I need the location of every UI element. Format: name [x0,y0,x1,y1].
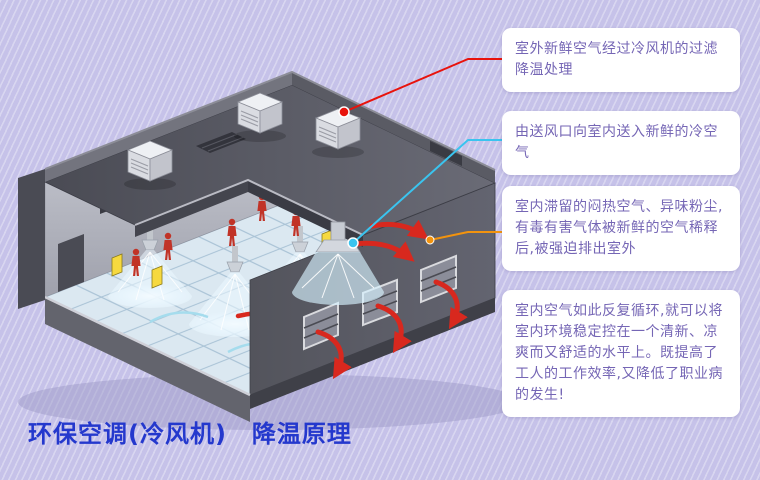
pointer-dot-supply-air-icon [347,237,359,249]
parapet-grille-icon [430,141,462,166]
exhaust-arrows [315,279,468,380]
exhaust-arrow [353,240,415,262]
supply-diffuser [292,221,384,305]
ground-shadow [18,374,522,430]
leader-line-supply-air [352,139,504,244]
worker-figure [131,248,141,276]
roof [43,84,496,247]
front-left-wall [18,169,251,422]
callout-pointers [338,58,504,249]
worker-figure [163,232,173,260]
roof-vent-grille-icon [196,132,246,153]
air-shower-cone [108,222,192,308]
callout-text: 室内空气如此反复循环,就可以将室内环境稳定控在一个清新、凉爽而又舒适的水平上。既… [515,303,723,403]
callout-exhaust-air: 室内滞留的闷热空气、异味粉尘,有毒有害气体被新鲜的空气稀释后,被强迫排出室外 [502,186,740,271]
cooler-unit [124,140,176,190]
callout-text: 由送风口向室内送入新鲜的冷空气 [515,124,718,161]
exhaust-arrow [315,329,352,380]
exhaust-arrow [433,279,468,330]
leader-line-fresh-air [343,58,504,113]
cooler-unit [234,92,286,142]
callout-supply-air: 由送风口向室内送入新鲜的冷空气 [502,111,740,175]
worker-figure [227,218,237,246]
roof-edge-exhaust [353,219,429,262]
callout-circulation-benefit: 室内空气如此反复循环,就可以将室内环境稳定控在一个清新、凉爽而又舒适的水平上。既… [502,290,740,417]
equipment-box [151,265,163,289]
callout-text: 室外新鲜空气经过冷风机的过滤降温处理 [515,41,718,78]
cooler-unit [312,108,364,158]
wall-door-icon [58,234,84,292]
leader-line-exhaust-air [429,231,504,241]
callout-fresh-air-intake: 室外新鲜空气经过冷风机的过滤降温处理 [502,28,740,92]
pointer-dot-fresh-air-icon [338,106,350,118]
callout-text: 室内滞留的闷热空气、异味粉尘,有毒有害气体被新鲜的空气稀释后,被强迫排出室外 [515,199,723,257]
equipment-box [111,253,123,277]
page-title: 环保空调(冷风机) 降温原理 [28,420,352,448]
exhaust-arrow [375,303,412,354]
pointer-dot-exhaust-air-icon [425,235,435,245]
exhaust-arrow [369,219,429,240]
roof-parapet [44,70,496,183]
